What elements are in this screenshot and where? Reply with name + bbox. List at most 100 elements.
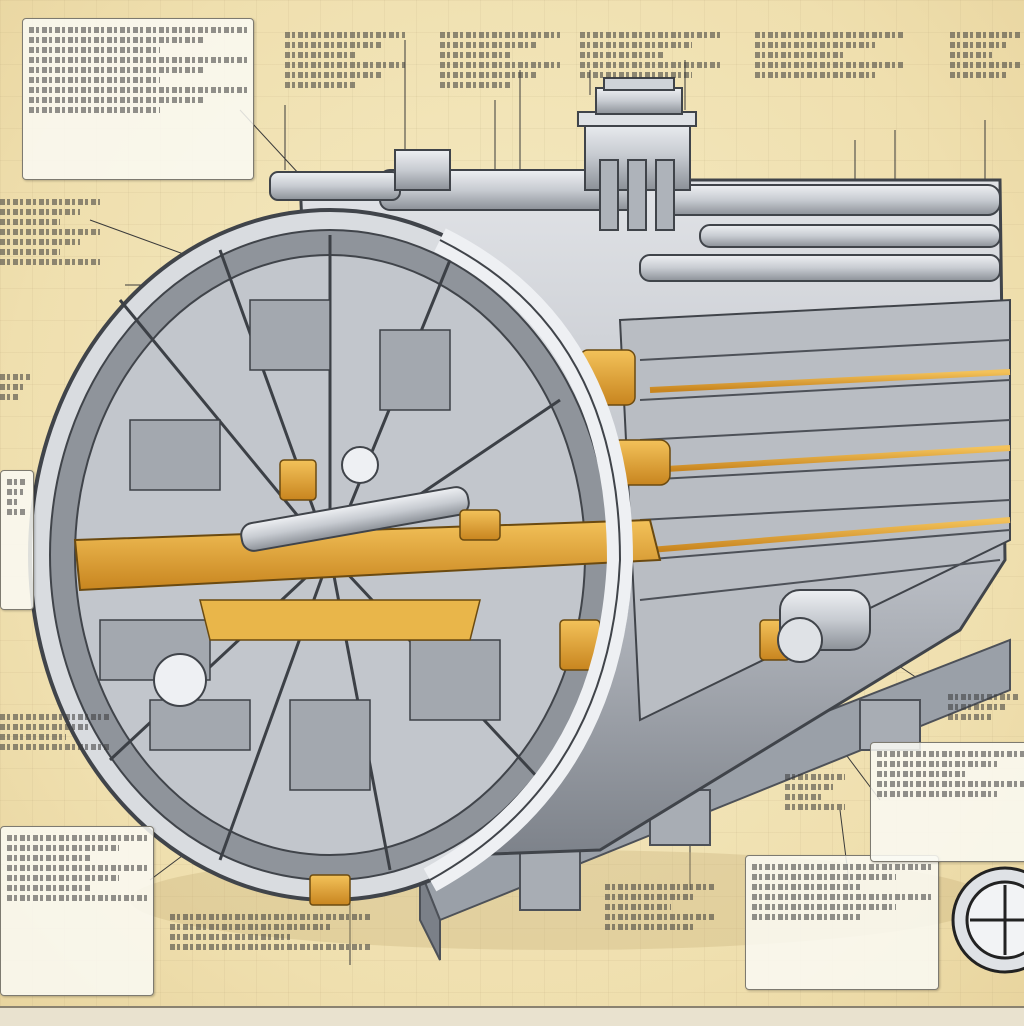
drive-roller <box>777 589 871 663</box>
callout-text-line <box>877 761 997 767</box>
callout-text-line <box>605 904 671 910</box>
callout-text-line <box>752 874 896 880</box>
callout-text-line <box>877 781 1024 787</box>
callout-top-2 <box>440 28 560 108</box>
callout-text-line <box>7 835 147 841</box>
callout-text-line <box>605 894 693 900</box>
gauge-dial <box>951 866 1024 974</box>
callout-text-line <box>785 784 833 790</box>
callout-top-3 <box>580 28 720 98</box>
callout-left-mid <box>0 195 100 300</box>
callout-text-line <box>285 42 381 48</box>
callout-text-line <box>7 885 91 891</box>
callout-text-line <box>950 32 1020 38</box>
callout-text-line <box>0 734 66 740</box>
callout-text-line <box>950 42 1006 48</box>
brass-deck <box>73 518 662 592</box>
callout-text-line <box>0 249 60 255</box>
callout-text-line <box>755 52 845 58</box>
callout-left-box <box>0 470 34 610</box>
callout-text-line <box>752 884 860 890</box>
callout-text-line <box>440 42 536 48</box>
callout-text-line <box>29 97 204 103</box>
callout-bottom-right <box>745 855 939 990</box>
callout-text-line <box>285 32 405 38</box>
callout-text-line <box>605 914 715 920</box>
callout-text-line <box>580 52 664 58</box>
callout-text-line <box>950 62 1020 68</box>
callout-text-line <box>285 52 357 58</box>
callout-text-line <box>755 72 875 78</box>
callout-text-line <box>877 771 967 777</box>
callout-left-lower <box>0 710 110 780</box>
callout-text-line <box>7 509 27 515</box>
callout-text-line <box>752 904 896 910</box>
callout-text-line <box>0 374 30 380</box>
callout-text-line <box>7 489 23 495</box>
callout-left-small <box>0 370 30 430</box>
callout-text-line <box>29 107 160 113</box>
callout-text-line <box>170 924 330 930</box>
callout-text-line <box>580 42 692 48</box>
callout-text-line <box>605 884 715 890</box>
callout-text-line <box>948 704 1006 710</box>
callout-text-line <box>440 52 512 58</box>
callout-text-line <box>605 924 693 930</box>
callout-top-left <box>22 18 254 180</box>
callout-text-line <box>170 944 370 950</box>
callout-text-line <box>580 72 692 78</box>
callout-text-line <box>7 845 119 851</box>
callout-text-line <box>0 209 80 215</box>
callout-text-line <box>440 72 536 78</box>
callout-text-line <box>0 259 100 265</box>
callout-right-box <box>870 742 1024 862</box>
callout-text-line <box>0 219 60 225</box>
callout-text-line <box>0 229 100 235</box>
callout-text-line <box>0 744 110 750</box>
callout-text-line <box>580 32 720 38</box>
callout-text-line <box>755 42 875 48</box>
callout-bottom-mid <box>605 880 715 970</box>
callout-text-line <box>877 751 1024 757</box>
callout-text-line <box>29 27 247 33</box>
callout-text-line <box>948 714 992 720</box>
callout-text-line <box>29 87 247 93</box>
callout-text-line <box>0 239 80 245</box>
callout-text-line <box>7 499 19 505</box>
top-piping <box>269 169 1001 282</box>
callout-text-line <box>0 394 18 400</box>
callout-text-line <box>0 714 110 720</box>
brass-bands <box>649 369 1011 553</box>
callout-text-line <box>752 894 932 900</box>
callout-text-line <box>29 67 204 73</box>
callout-text-line <box>7 855 91 861</box>
callout-text-line <box>752 914 860 920</box>
callout-text-line <box>285 62 405 68</box>
callout-text-line <box>7 875 119 881</box>
cutaway-face <box>28 208 791 906</box>
callout-text-line <box>580 62 720 68</box>
callout-text-line <box>29 57 247 63</box>
callout-text-line <box>752 864 932 870</box>
callout-text-line <box>440 32 560 38</box>
callout-text-line <box>948 694 1020 700</box>
callout-text-line <box>0 724 88 730</box>
callout-text-line <box>0 199 100 205</box>
callout-text-line <box>755 32 905 38</box>
brass-components <box>279 349 791 906</box>
callout-right-small <box>948 690 1020 730</box>
callout-text-line <box>785 774 845 780</box>
outer-rim <box>423 228 634 892</box>
callout-top-1 <box>285 28 405 108</box>
callout-text-line <box>0 384 24 390</box>
central-shaft <box>153 446 470 707</box>
callout-text-line <box>7 895 147 901</box>
callout-text-line <box>7 865 147 871</box>
callout-text-line <box>785 804 845 810</box>
callout-text-line <box>170 934 290 940</box>
callout-text-line <box>29 47 160 53</box>
callout-right-mid <box>785 770 845 830</box>
top-tower <box>394 77 697 231</box>
callout-text-line <box>440 82 512 88</box>
callout-text-line <box>950 72 1006 78</box>
